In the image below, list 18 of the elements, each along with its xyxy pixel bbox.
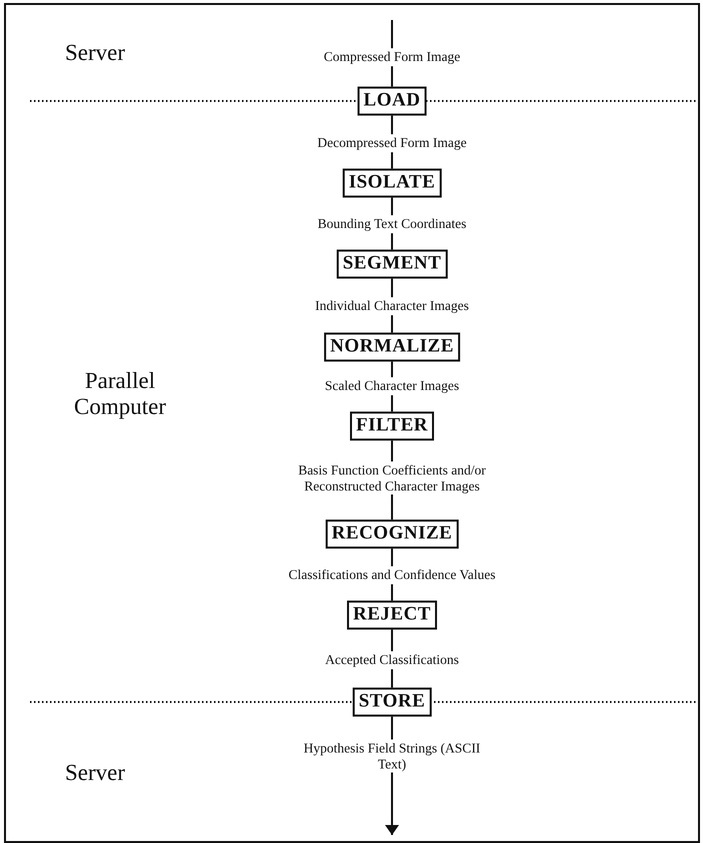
- process-box: NORMALIZE: [324, 332, 460, 362]
- process-box: SEGMENT: [336, 250, 448, 278]
- section-label: Server: [64, 40, 126, 66]
- process-box: FILTER: [350, 412, 434, 440]
- edge-label: Decompressed Form Image: [315, 134, 469, 152]
- section-label: Parallel Computer: [73, 368, 167, 421]
- edge-label: Classifications and Confidence Values: [286, 566, 498, 584]
- section-label: Server: [64, 760, 126, 786]
- process-box: ISOLATE: [342, 168, 442, 198]
- process-box: STORE: [352, 688, 432, 716]
- process-box: LOAD: [358, 86, 426, 116]
- process-box: RECOGNIZE: [326, 520, 458, 548]
- edge-label: Individual Character Images: [313, 297, 471, 315]
- process-box: REJECT: [347, 600, 437, 630]
- edge-label: Bounding Text Coordinates: [316, 215, 468, 233]
- edge-label: Accepted Classifications: [323, 651, 461, 669]
- edge-label: Scaled Character Images: [322, 377, 462, 395]
- edge-label: Compressed Form Image: [322, 48, 462, 66]
